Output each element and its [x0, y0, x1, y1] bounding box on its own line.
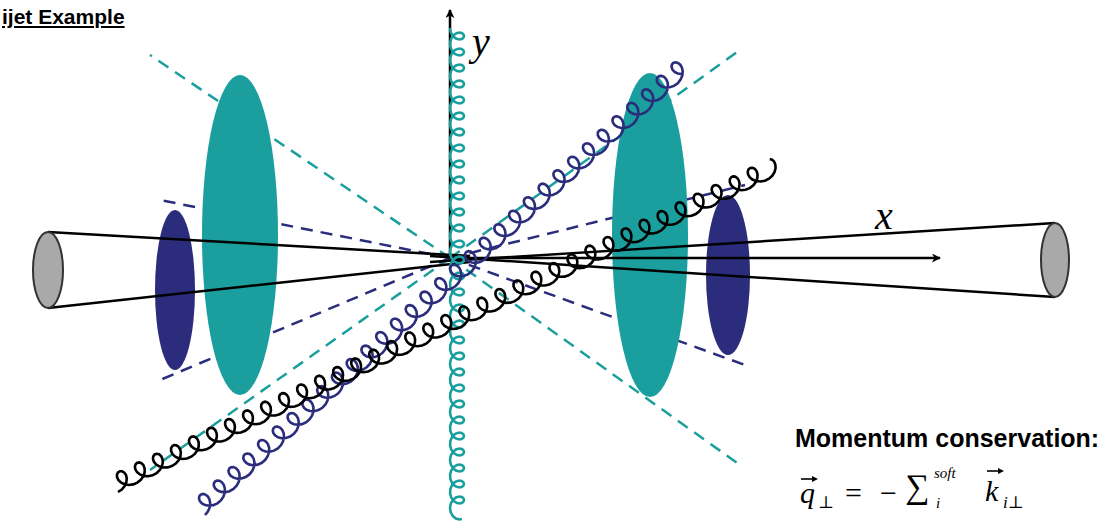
- axis-label: y: [472, 22, 490, 62]
- formula-symbol: −: [880, 478, 897, 508]
- formula-symbol: =: [845, 478, 862, 508]
- formula-subscript: i⊥: [1003, 494, 1024, 511]
- blue-ellipse: [155, 210, 195, 370]
- diagram-title: ijet Example: [2, 6, 125, 27]
- formula-symbol: ∑: [905, 470, 929, 504]
- formula-symbol: q: [800, 478, 815, 508]
- formula-symbol: k: [985, 476, 998, 506]
- teal-ellipse: [202, 75, 278, 395]
- formula-superscript: soft: [934, 466, 956, 481]
- formula-subscript: ⊥: [818, 494, 834, 511]
- gluon-group: [117, 28, 776, 519]
- axis-label: x: [875, 196, 893, 236]
- gluon-line: [117, 159, 776, 492]
- vector-arrow: [801, 468, 1004, 482]
- formula-heading: Momentum conservation:: [795, 426, 1099, 451]
- jet-cone: [48, 223, 1055, 308]
- gluon-line: [199, 62, 683, 515]
- jet-cap: [33, 232, 63, 308]
- jet-cap: [1041, 223, 1069, 297]
- formula-subscript: i: [936, 496, 940, 511]
